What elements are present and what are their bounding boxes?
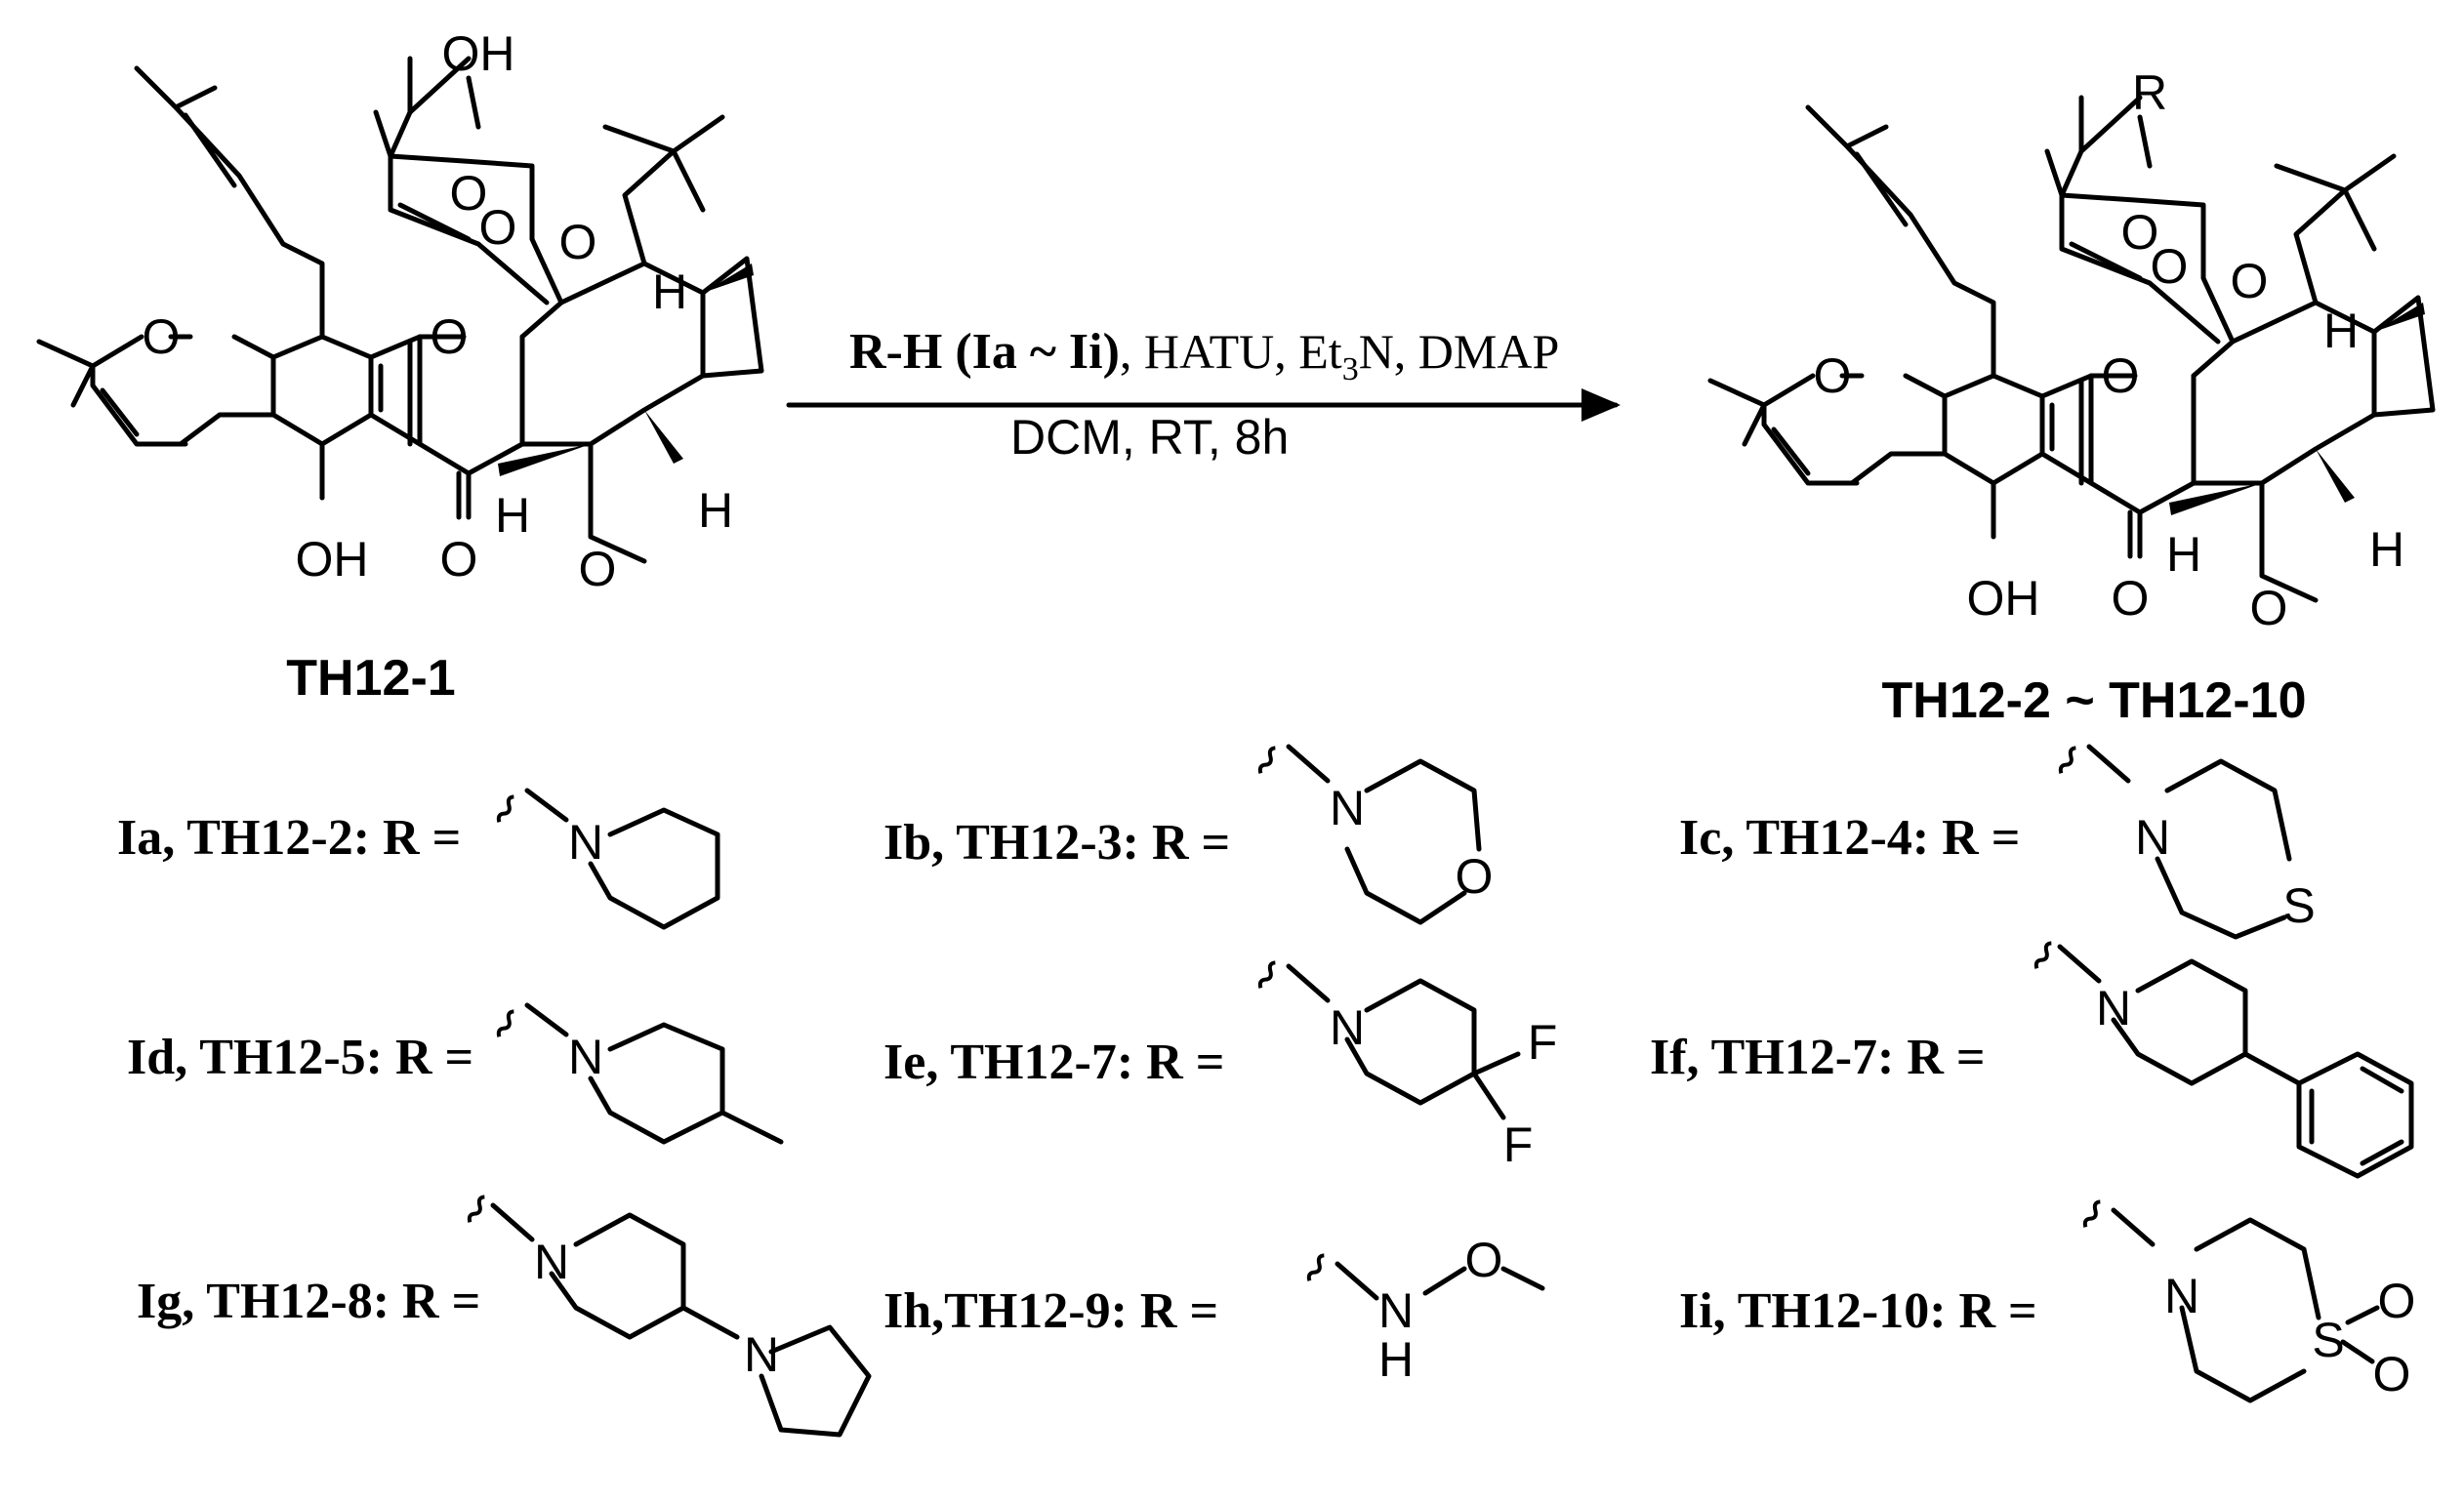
atom-n: N (568, 1030, 603, 1084)
starting-material-structure (36, 56, 764, 564)
atom-o: O (431, 309, 469, 364)
pyrrolidinylpiperidine-structure (467, 1195, 872, 1438)
atom-n: N (568, 815, 603, 870)
methoxyamine-structure (1306, 1253, 1545, 1301)
atom-n: N (2096, 981, 2131, 1035)
thiomorpholine-structure (2058, 744, 2292, 940)
atom-n: N (1330, 781, 1365, 835)
substituent-label: Ig, TH12-8: R = (137, 1274, 480, 1329)
substituent-label: Ic, TH12-4: R = (1679, 810, 2020, 866)
atom-f: F (1503, 1117, 1534, 1172)
atom-oh: OH (296, 532, 369, 587)
atom-h: H (2369, 522, 2404, 577)
atom-o: O (2231, 254, 2269, 308)
atom-o: O (1465, 1233, 1503, 1287)
atom-n: N (2164, 1269, 2199, 1323)
atom-o: O (143, 309, 181, 364)
atom-o: O (2102, 348, 2140, 403)
atom-o: O (440, 532, 478, 587)
substituent-label: Ie, TH12-7: R = (883, 1035, 1224, 1090)
starting-material-label: TH12-1 (286, 650, 455, 707)
atom-o: O (2378, 1274, 2416, 1328)
atom-o: O (2121, 205, 2159, 260)
substituent-label: If, TH12-7: R = (1650, 1030, 1986, 1085)
substituent-label: Ih,TH12-9: R = (883, 1283, 1218, 1339)
atom-n: N (1378, 1283, 1414, 1338)
atom-oh: OH (442, 26, 515, 81)
atom-s: S (2282, 878, 2315, 933)
atom-h: H (495, 488, 530, 543)
product-label: TH12-2 ~ TH12-10 (1882, 672, 2307, 729)
atom-o: O (2373, 1347, 2411, 1401)
atom-o: O (2112, 571, 2150, 626)
reaction-arrow (786, 388, 1621, 422)
atom-o: O (2250, 581, 2288, 635)
atom-h: H (652, 264, 687, 319)
piperidine-structure (496, 788, 720, 930)
atom-o: O (479, 200, 517, 255)
substituent-label: Ib, TH12-3: R = (883, 815, 1230, 871)
atom-h: H (2323, 304, 2359, 358)
reaction-conditions: DCM, RT, 8h (1010, 410, 1289, 465)
atom-h: H (698, 483, 733, 538)
atom-o: O (579, 542, 617, 596)
atom-o: O (559, 215, 597, 269)
substituent-label: Ia, TH12-2: R = (117, 810, 461, 866)
atom-n: N (534, 1235, 569, 1289)
atom-o: O (450, 166, 488, 221)
atom-n: N (744, 1327, 779, 1382)
morpholine-structure (1257, 744, 1482, 925)
reaction-reagents: R-H (Ia ~ Ii), HATU, Et3N, DMAP (849, 324, 1559, 387)
atom-o: O (1814, 348, 1852, 403)
difluoropiperidine-structure (1257, 960, 1521, 1120)
atom-h: H (2166, 527, 2201, 582)
atom-s: S (2312, 1313, 2344, 1367)
atom-o: O (2151, 239, 2189, 294)
atom-n: N (2135, 810, 2170, 865)
phenylpiperidine-structure (2033, 941, 2414, 1179)
atom-oh: OH (1967, 571, 2040, 626)
substituent-label: Id, TH12-5: R = (127, 1030, 473, 1085)
methylpiperidine-structure (496, 1002, 784, 1145)
atom-r: R (2132, 65, 2167, 120)
atom-n: N (1330, 1000, 1365, 1055)
thiomorpholine-dioxide-structure (2082, 1199, 2380, 1403)
substituent-label: Ii, TH12-10: R = (1679, 1283, 2037, 1339)
atom-h: H (1378, 1332, 1414, 1387)
atom-f: F (1528, 1015, 1558, 1070)
product-structure (1707, 95, 2436, 603)
atom-o: O (1456, 849, 1494, 904)
